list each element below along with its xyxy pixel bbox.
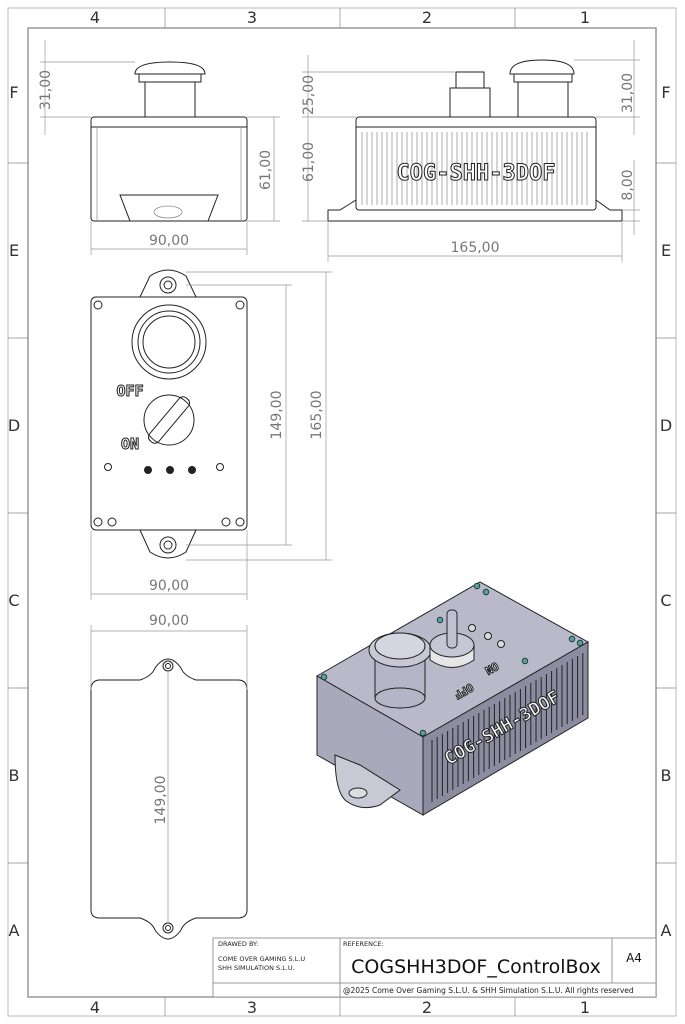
dim-side-flange-height: 8,00	[620, 169, 636, 200]
zone-col-1-bottom: 1	[580, 998, 590, 1017]
dim-bottom-hole-spacing: 149,00	[153, 776, 169, 825]
dim-side-body-height: 61,00	[301, 142, 317, 182]
top-switch-on-label: ON	[121, 435, 139, 453]
title-block: DRAWED BY: COME OVER GAMING S.L.U SHH SI…	[212, 937, 657, 998]
isometric-view: COG-SHH-3DOF OFF ON	[315, 581, 590, 816]
zone-col-4-top: 4	[90, 8, 100, 27]
zone-row-c-left: C	[8, 591, 19, 610]
reference-label: REFERENCE:	[343, 940, 384, 948]
zone-row-c-right: C	[660, 591, 671, 610]
dim-side-connector-height: 25,00	[301, 75, 317, 115]
zone-row-f-right: F	[661, 83, 670, 102]
zone-col-4-bottom: 4	[90, 998, 100, 1017]
zone-row-d-left: D	[8, 416, 20, 435]
sheet-size: A4	[626, 951, 642, 965]
dim-front-width: 90,00	[149, 233, 189, 249]
iso-screws	[320, 582, 584, 737]
sheet-frame: 4 3 2 1 4 3 2 1 F E D C B A F E D C B A	[7, 7, 677, 1017]
bottom-view: 90,00 149,00	[90, 613, 248, 940]
reference-value: COGSHH3DOF_ControlBox	[351, 956, 601, 978]
zone-row-a-right: A	[661, 921, 672, 940]
dim-top-width: 90,00	[149, 578, 189, 594]
side-label-text: COG-SHH-3DOF	[397, 161, 556, 186]
dim-front-body-height: 61,00	[258, 150, 274, 190]
front-view: 31,00 61,00 90,00	[38, 40, 280, 255]
top-switch-off-label: OFF	[116, 382, 143, 400]
led-indicators	[104, 463, 224, 474]
zone-row-f-left: F	[9, 83, 18, 102]
drawn-by-label: DRAWED BY:	[218, 940, 258, 948]
zone-row-d-right: D	[660, 416, 672, 435]
zone-row-b-right: B	[661, 766, 672, 785]
dim-bottom-width: 90,00	[149, 613, 189, 629]
dim-front-button-height: 31,00	[38, 70, 54, 110]
side-view: COG-SHH-3DOF 25,00 61,00 31,00 8,00 165,…	[301, 40, 640, 262]
drawn-by-line1: COME OVER GAMING S.L.U	[218, 955, 305, 963]
zone-row-e-left: E	[9, 241, 19, 260]
zone-row-e-right: E	[661, 241, 671, 260]
dim-top-hole-spacing: 149,00	[269, 391, 285, 440]
zone-col-2-bottom: 2	[422, 998, 432, 1017]
dim-side-button-height: 31,00	[620, 73, 636, 113]
zone-col-1-top: 1	[580, 8, 590, 27]
zone-col-2-top: 2	[422, 8, 432, 27]
zone-col-3-bottom: 3	[247, 998, 257, 1017]
copyright-notice: @2025 Come Over Gaming S.L.U. & SHH Simu…	[343, 986, 634, 995]
dim-top-length: 165,00	[309, 391, 325, 440]
zone-col-3-top: 3	[247, 8, 257, 27]
zone-row-b-left: B	[9, 766, 20, 785]
zone-row-a-left: A	[9, 921, 20, 940]
iso-switch-on-label: ON	[483, 659, 501, 677]
top-view: OFF ON 149,00 165,00 90,00	[90, 269, 332, 600]
dim-side-length: 165,00	[451, 240, 500, 256]
drawn-by-line2: SHH SIMULATION S.L.U.	[218, 964, 295, 972]
